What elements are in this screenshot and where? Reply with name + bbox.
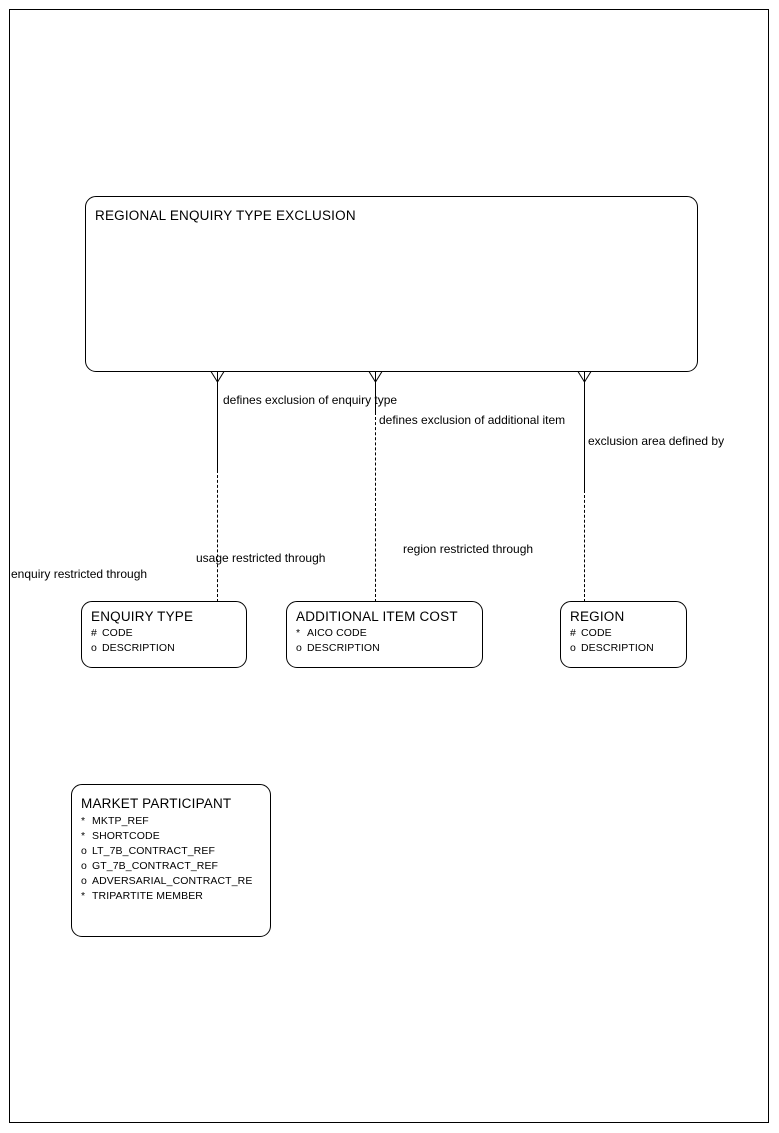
attribute-label: CODE: [581, 627, 612, 639]
entity-regional-enquiry-type-exclusion[interactable]: REGIONAL ENQUIRY TYPE EXCLUSION: [85, 196, 698, 372]
attribute-marker: o: [570, 642, 576, 654]
attribute-row: # CODE: [570, 626, 654, 641]
relationship-line-region-dashed: [584, 490, 585, 602]
attribute-row: o DESCRIPTION: [296, 641, 380, 656]
attribute-marker: *: [296, 627, 301, 639]
relationship-label-exclusion-area-defined-by: exclusion area defined by: [588, 434, 725, 448]
attribute-label: MKTP_REF: [92, 815, 149, 827]
entity-title: REGION: [570, 609, 625, 624]
attribute-row: * AICO CODE: [296, 626, 380, 641]
attribute-marker: *: [81, 890, 86, 902]
relationship-line-region-solid: [584, 378, 585, 492]
page-border: [9, 9, 769, 1123]
relationship-label-usage-restricted-through: usage restricted through: [196, 551, 326, 565]
relationship-line-additional-item-solid: [375, 378, 376, 414]
entity-title: ADDITIONAL ITEM COST: [296, 609, 458, 624]
crowfoot-icon-additional-item-cost: [367, 370, 384, 383]
entity-market-participant[interactable]: MARKET PARTICIPANT * MKTP_REF * SHORTCODE …: [71, 784, 271, 937]
attribute-marker: o: [81, 875, 87, 887]
relationship-line-enquiry-type-dashed: [217, 470, 218, 602]
attribute-label: ADVERSARIAL_CONTRACT_RE: [92, 875, 253, 887]
relationship-label-defines-exclusion-of-additional-item: defines exclusion of additional item: [379, 413, 566, 427]
attribute-row: * TRIPARTITE MEMBER: [81, 889, 252, 904]
relationship-label-enquiry-restricted-through: enquiry restricted through: [11, 567, 148, 581]
attribute-marker: *: [81, 830, 86, 842]
attribute-row: # CODE: [91, 626, 175, 641]
attribute-row: o ADVERSARIAL_CONTRACT_RE: [81, 874, 252, 889]
attribute-row: o DESCRIPTION: [91, 641, 175, 656]
entity-enquiry-type[interactable]: ENQUIRY TYPE # CODE o DESCRIPTION: [81, 601, 247, 668]
entity-additional-item-cost[interactable]: ADDITIONAL ITEM COST * AICO CODE o DESCRIP…: [286, 601, 483, 668]
attribute-marker: o: [81, 860, 87, 872]
entity-title: ENQUIRY TYPE: [91, 609, 194, 624]
attribute-marker: #: [570, 627, 576, 639]
attribute-row: o LT_7B_CONTRACT_REF: [81, 844, 252, 859]
attribute-label: TRIPARTITE MEMBER: [92, 890, 203, 902]
attribute-label: AICO CODE: [307, 627, 367, 639]
attribute-list: * AICO CODE o DESCRIPTION: [296, 626, 380, 656]
attribute-label: SHORTCODE: [92, 830, 160, 842]
attribute-row: * MKTP_REF: [81, 814, 252, 829]
attribute-row: o DESCRIPTION: [570, 641, 654, 656]
attribute-label: DESCRIPTION: [102, 642, 175, 654]
entity-title: MARKET PARTICIPANT: [81, 796, 232, 811]
attribute-marker: o: [81, 845, 87, 857]
attribute-row: * SHORTCODE: [81, 829, 252, 844]
entity-region[interactable]: REGION # CODE o DESCRIPTION: [560, 601, 687, 668]
attribute-marker: *: [81, 815, 86, 827]
crowfoot-icon-enquiry-type: [209, 370, 226, 383]
attribute-marker: #: [91, 627, 97, 639]
relationship-line-additional-item-dashed: [375, 412, 376, 602]
attribute-list: # CODE o DESCRIPTION: [570, 626, 654, 656]
attribute-label: DESCRIPTION: [581, 642, 654, 654]
crowfoot-icon-region: [576, 370, 593, 383]
relationship-label-defines-exclusion-of-enquiry-type: defines exclusion of enquiry type: [223, 393, 398, 407]
attribute-list: * MKTP_REF * SHORTCODE o LT_7B_CONTRACT_REF…: [81, 814, 252, 904]
attribute-label: LT_7B_CONTRACT_REF: [92, 845, 215, 857]
attribute-label: GT_7B_CONTRACT_REF: [92, 860, 219, 872]
attribute-list: # CODE o DESCRIPTION: [91, 626, 175, 656]
attribute-row: o GT_7B_CONTRACT_REF: [81, 859, 252, 874]
attribute-marker: o: [296, 642, 302, 654]
attribute-label: CODE: [102, 627, 133, 639]
relationship-line-enquiry-type-solid: [217, 378, 218, 472]
relationship-label-region-restricted-through: region restricted through: [403, 542, 534, 556]
entity-title: REGIONAL ENQUIRY TYPE EXCLUSION: [95, 208, 356, 223]
attribute-marker: o: [91, 642, 97, 654]
attribute-label: DESCRIPTION: [307, 642, 380, 654]
